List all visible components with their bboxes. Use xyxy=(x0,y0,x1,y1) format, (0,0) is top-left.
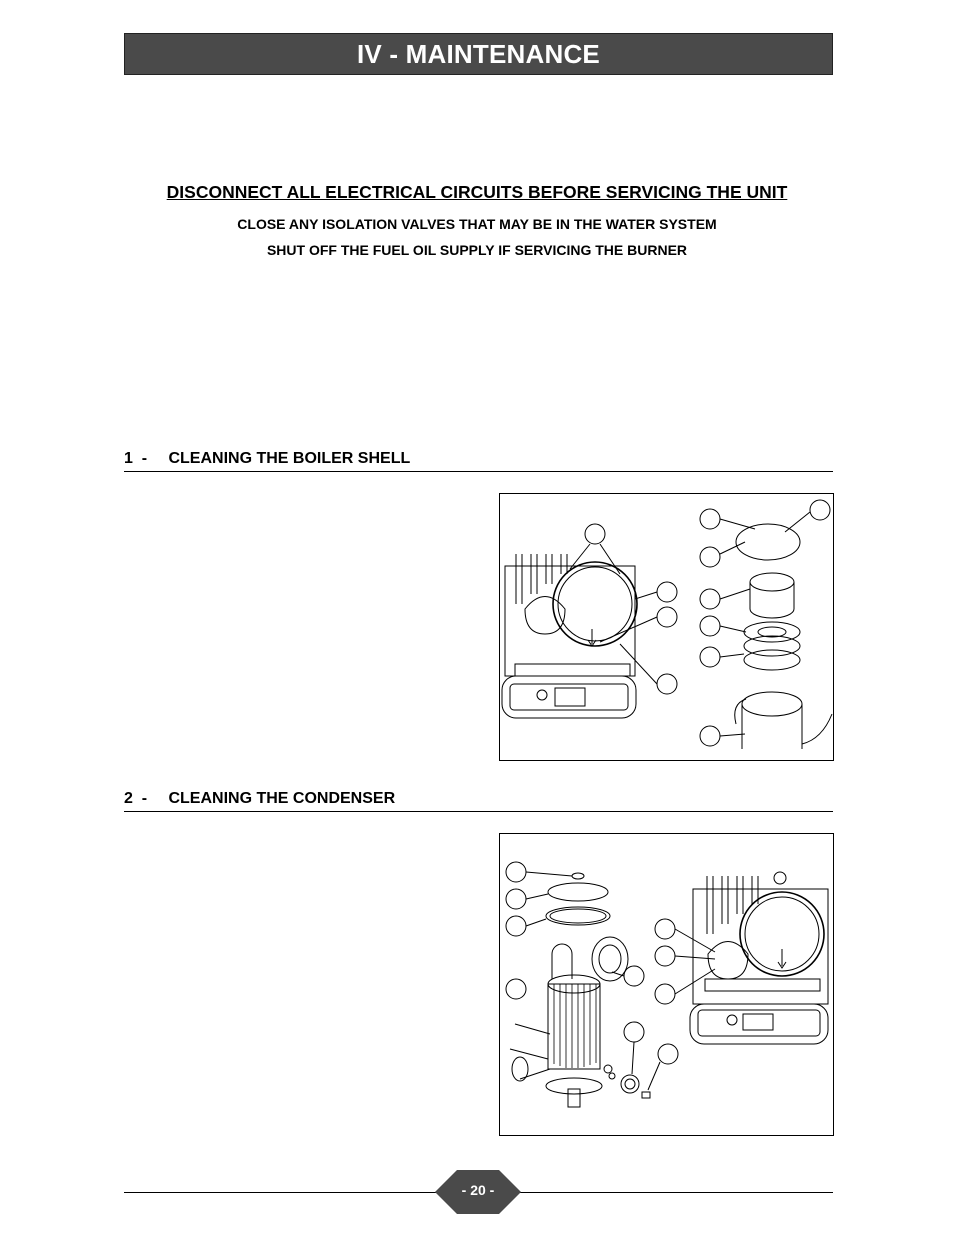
condenser-illustration xyxy=(505,861,829,1108)
page-header-bar: IV - MAINTENANCE xyxy=(124,33,833,75)
section-title: CLEANING THE BOILER SHELL xyxy=(168,450,411,467)
page-number-badge xyxy=(435,1170,521,1214)
page-number: - 20 - xyxy=(461,1182,495,1198)
boiler-shell-illustration xyxy=(501,499,833,749)
page-title: IV - MAINTENANCE xyxy=(357,39,600,69)
section-number: 2 - xyxy=(124,790,148,807)
warning-line-1: CLOSE ANY ISOLATION VALVES THAT MAY BE I… xyxy=(237,216,717,232)
section-number: 1 - xyxy=(124,450,148,467)
section-title: CLEANING THE CONDENSER xyxy=(168,790,396,807)
warning-main: DISCONNECT ALL ELECTRICAL CIRCUITS BEFOR… xyxy=(0,182,954,203)
section-heading-2: 2 - CLEANING THE CONDENSER xyxy=(124,790,833,812)
figure-condenser xyxy=(499,833,834,1136)
figure-boiler-shell xyxy=(499,493,834,761)
warning-main-text: DISCONNECT ALL ELECTRICAL CIRCUITS BEFOR… xyxy=(166,182,788,202)
warning-line-2: SHUT OFF THE FUEL OIL SUPPLY IF SERVICIN… xyxy=(266,242,688,258)
section-heading-1: 1 - CLEANING THE BOILER SHELL xyxy=(124,450,833,472)
